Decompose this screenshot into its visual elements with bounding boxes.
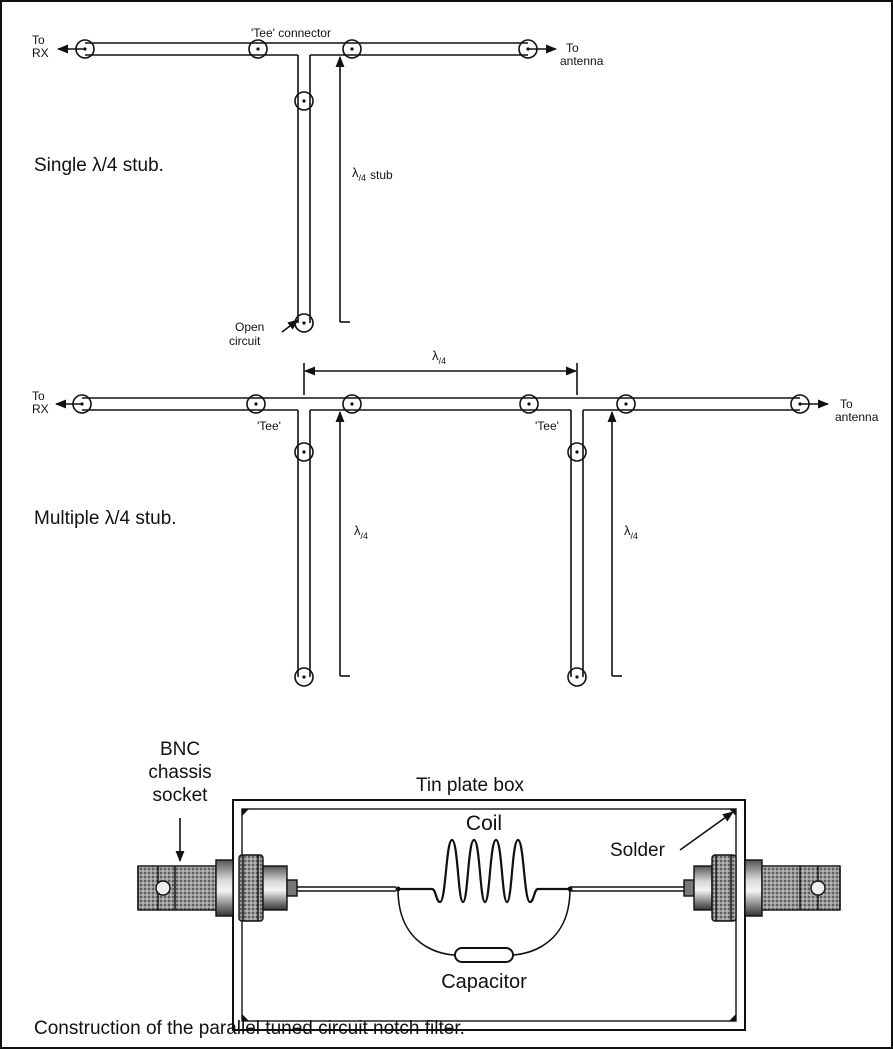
- multi-main-coax: [82, 397, 800, 411]
- multi-tee2-connector-left: [519, 394, 539, 414]
- multi-tee-spacing-label: λ/4: [432, 348, 446, 366]
- coil: [396, 838, 570, 904]
- socket-label-3: socket: [153, 785, 209, 806]
- multi-tee1-connector-left: [246, 394, 266, 414]
- left-bnc-socket: [137, 854, 298, 922]
- solder-label: Solder: [610, 840, 666, 861]
- open-circuit-pointer: [281, 319, 299, 333]
- single-stub-diagram: [56, 39, 558, 333]
- capacitor-label: Capacitor: [441, 971, 527, 993]
- multi-to-antenna-label-1: To: [840, 397, 853, 411]
- multi-to-antenna-label-2: antenna: [835, 410, 879, 424]
- multi-tee1-label: 'Tee': [257, 419, 281, 433]
- single-stub-top-connector: [294, 91, 314, 111]
- multi-to-rx-label-1: To: [32, 389, 45, 403]
- multi-tee2-connector-right: [616, 394, 636, 414]
- multi-tee2-label: 'Tee': [535, 419, 559, 433]
- single-main-coax: [85, 42, 528, 56]
- single-stub-caption: Single λ/4 stub.: [34, 155, 164, 176]
- single-tee-connector-label: 'Tee' connector: [251, 26, 331, 40]
- multi-stub-2-open-end: [567, 667, 587, 687]
- single-tee-connector-right: [342, 39, 362, 59]
- single-to-antenna-label-2: antenna: [560, 54, 604, 68]
- multiple-stub-labels: To RX To antenna 'Tee' 'Tee' λ/4 λ/4 λ/4…: [32, 348, 879, 541]
- open-circuit-label-2: circuit: [229, 334, 261, 348]
- notch-filter-diagram: [137, 799, 841, 1031]
- multi-stub-2-top-connector: [567, 442, 587, 462]
- right-bnc-socket: [683, 854, 841, 922]
- multi-stub-1-top-connector: [294, 442, 314, 462]
- multiple-stub-caption: Multiple λ/4 stub.: [34, 508, 177, 529]
- single-stub-coax: [297, 55, 311, 323]
- single-to-antenna-label-1: To: [566, 41, 579, 55]
- solder-pointer: [679, 811, 734, 851]
- multi-stub-2-length-label: λ/4: [624, 523, 638, 541]
- open-circuit-label-1: Open: [235, 320, 264, 334]
- multiple-stub-diagram: [54, 363, 830, 687]
- tin-plate-box-outer: [232, 799, 746, 1031]
- multi-stub-1-coax: [297, 410, 311, 677]
- socket-label-2: chassis: [148, 762, 211, 783]
- coil-label: Coil: [466, 812, 502, 835]
- right-lead-wire: [570, 886, 684, 892]
- tuned-circuit: [297, 838, 684, 963]
- single-stub-dots: [83, 47, 530, 325]
- capacitor-leads: [397, 888, 571, 956]
- notch-filter-caption: Construction of the parallel tuned circu…: [34, 1018, 465, 1039]
- single-tee-connector-left: [248, 39, 268, 59]
- multi-to-rx-label-2: RX: [32, 402, 49, 416]
- single-to-rx-label-2: RX: [32, 46, 49, 60]
- socket-label-1: BNC: [160, 739, 200, 760]
- tin-plate-box-label: Tin plate box: [416, 775, 525, 796]
- multi-stub-1-open-end: [294, 667, 314, 687]
- left-lead-wire: [297, 886, 396, 892]
- capacitor-body: [454, 947, 514, 963]
- multi-tee1-connector-right: [342, 394, 362, 414]
- notch-filter-labels: BNC chassis socket Tin plate box Coil So…: [34, 739, 666, 1039]
- multiple-stub-dots: [80, 402, 802, 679]
- wire-joints: [395, 886, 573, 892]
- multi-stub-2-coax: [570, 410, 584, 677]
- single-to-rx-label-1: To: [32, 33, 45, 47]
- multi-stub-1-length-label: λ/4: [354, 523, 368, 541]
